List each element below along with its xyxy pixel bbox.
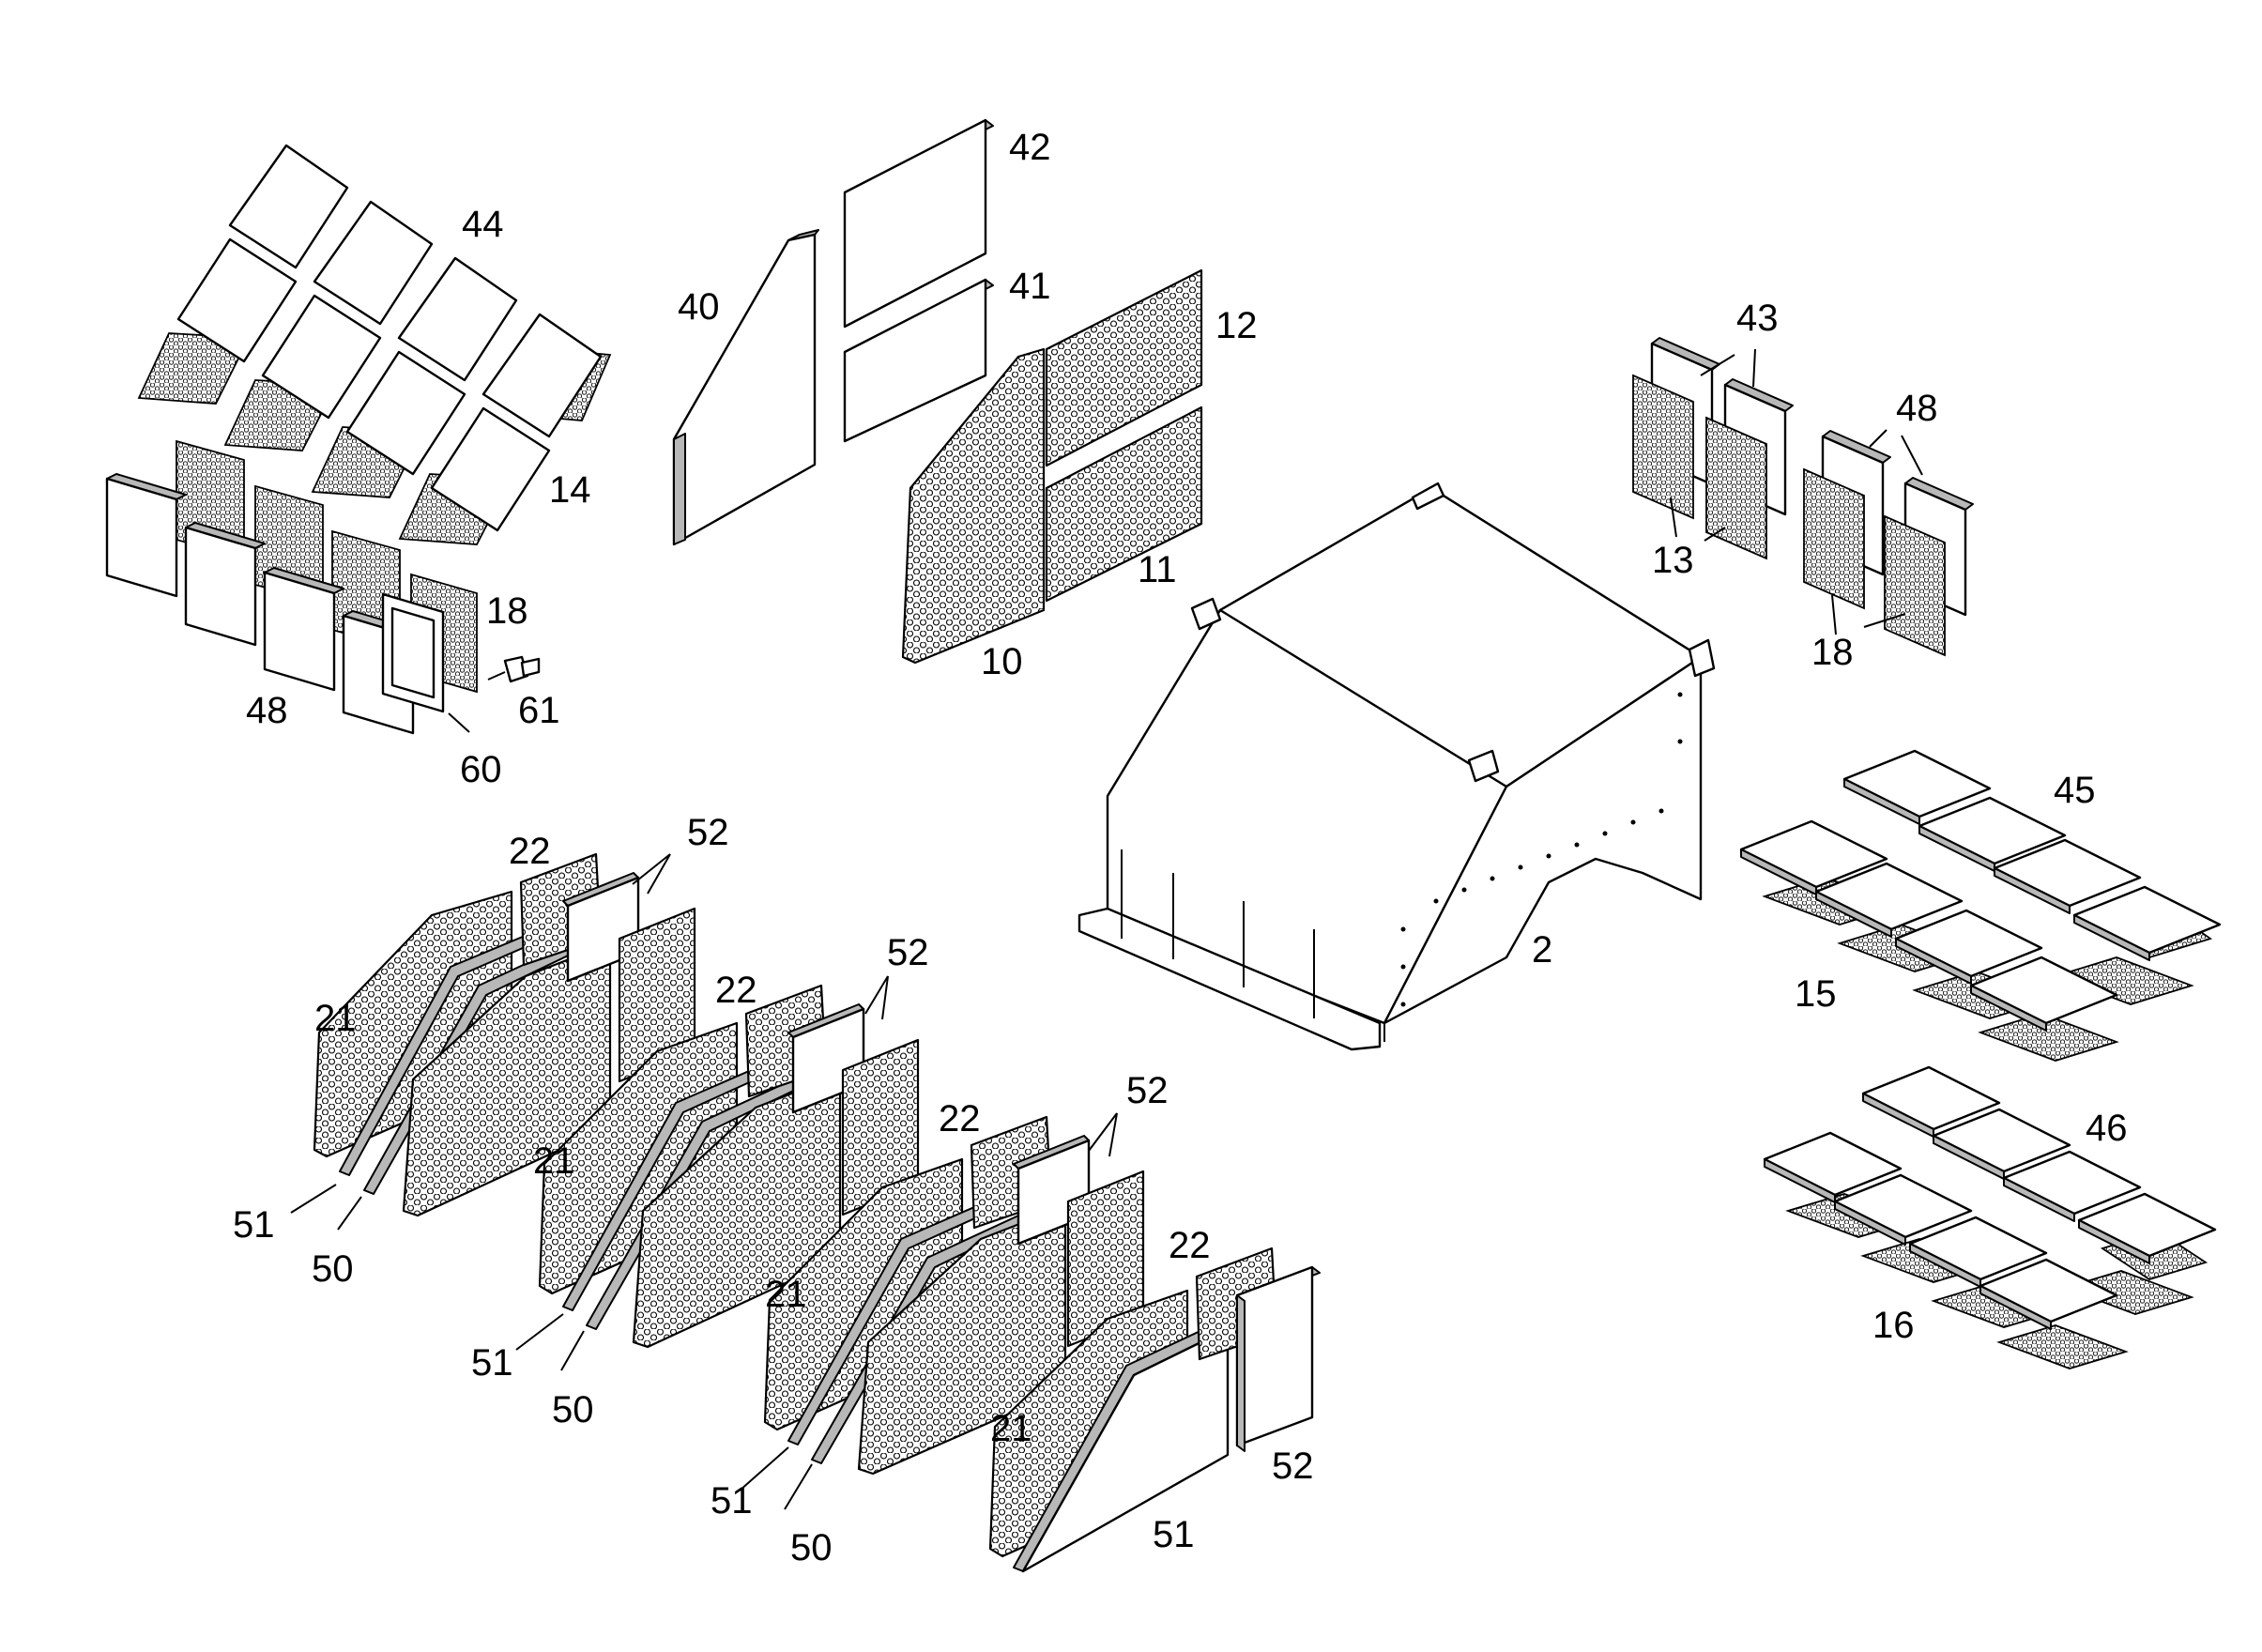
callout-50: 50 [552,1389,594,1430]
callout-18: 18 [486,590,528,632]
callout-45: 45 [2054,770,2096,811]
callout-22: 22 [1169,1225,1211,1266]
callout-52: 52 [687,812,729,853]
callout-43: 43 [1736,298,1779,339]
callout-21: 21 [990,1408,1032,1449]
frame-60 [381,592,445,713]
housing-2 [1078,482,1716,1051]
filter-set-43-13 [1632,337,1794,560]
callout-50: 50 [312,1248,354,1290]
callout-21: 21 [765,1274,807,1315]
filter-set-48-18 [1803,430,1974,657]
tiles-46 [1763,1065,2217,1330]
tile-set-45-15 [1739,749,2222,1062]
tiles-45 [1739,749,2222,1032]
callout-42: 42 [1009,127,1051,168]
tile-set-44-14 [105,144,612,735]
callout-51: 51 [233,1204,275,1246]
tile-set-46-16 [1763,1065,2217,1369]
callout-48: 48 [1896,388,1938,429]
callout-48: 48 [246,690,288,731]
leader-60 [448,712,470,733]
callout-13: 13 [1652,540,1694,581]
callout-21: 21 [314,998,357,1039]
bolt-61 [487,655,541,683]
callout-41: 41 [1009,266,1051,307]
callout-46: 46 [2086,1108,2128,1149]
callout-22: 22 [939,1098,981,1140]
insulation-boards-40-41-42 [672,118,994,546]
callout-50: 50 [790,1527,833,1568]
callout-2: 2 [1532,929,1552,971]
leader-lines [290,348,1923,1510]
callout-15: 15 [1795,973,1837,1015]
baffle-stack-4 [988,1247,1321,1573]
baffle-stack-2 [538,984,920,1349]
callout-52: 52 [887,932,929,973]
callout-21: 21 [533,1140,575,1182]
callout-12: 12 [1215,305,1258,346]
callout-10: 10 [981,641,1023,682]
baffle-stack-1 [313,852,696,1217]
callout-52: 52 [1126,1070,1169,1111]
callout-14: 14 [549,469,591,511]
tiles-44 [176,144,603,532]
callout-51: 51 [1153,1514,1195,1555]
callout-52: 52 [1272,1446,1314,1487]
callout-51: 51 [471,1342,513,1384]
callout-22: 22 [715,970,757,1011]
baffle-stack-3 [763,1115,1145,1476]
callout-51: 51 [711,1480,753,1522]
callout-18: 18 [1811,632,1854,673]
perforated-side-panels-10-11-12 [901,268,1203,665]
callout-60: 60 [460,749,502,790]
callout-16: 16 [1872,1305,1915,1346]
callout-40: 40 [678,286,720,328]
callout-labels: 44 14 18 61 48 60 40 42 41 12 11 10 43 1… [233,127,2128,1568]
callout-44: 44 [462,204,504,245]
callout-61: 61 [518,690,560,731]
callout-22: 22 [509,831,551,872]
callout-11: 11 [1138,549,1177,590]
